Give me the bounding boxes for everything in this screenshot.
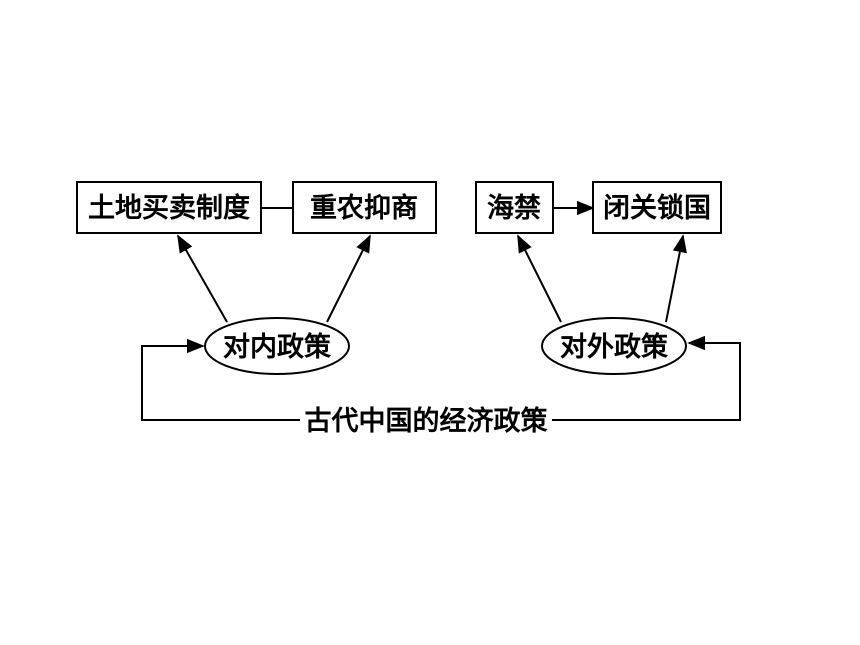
arrow-domestic-to-agri (326, 234, 371, 323)
root-to-foreign-connector (551, 335, 741, 421)
agri-policy-label: 重农抑商 (310, 193, 418, 224)
domestic-policy-ellipse: 对内政策 (204, 317, 350, 375)
land-system-box: 土地买卖制度 (76, 181, 262, 234)
agri-policy-box: 重农抑商 (292, 181, 437, 234)
arrow-foreign-to-closed (665, 234, 687, 323)
arrow-foreign-to-seaban (517, 234, 562, 323)
foreign-policy-label: 对外政策 (560, 331, 669, 363)
closed-door-label: 闭关锁国 (603, 192, 711, 224)
sea-ban-box: 海禁 (475, 181, 554, 234)
foreign-policy-ellipse: 对外政策 (541, 317, 687, 375)
domestic-policy-label: 对内政策 (223, 331, 332, 363)
arrow-domestic-to-land (177, 234, 228, 323)
root-to-domestic-connector (141, 338, 300, 421)
root-label: 古代中国的经济政策 (305, 405, 549, 437)
closed-door-box: 闭关锁国 (592, 181, 722, 234)
sea-ban-label: 海禁 (487, 193, 541, 224)
land-system-label: 土地买卖制度 (88, 192, 250, 224)
root-label-background (300, 400, 552, 440)
